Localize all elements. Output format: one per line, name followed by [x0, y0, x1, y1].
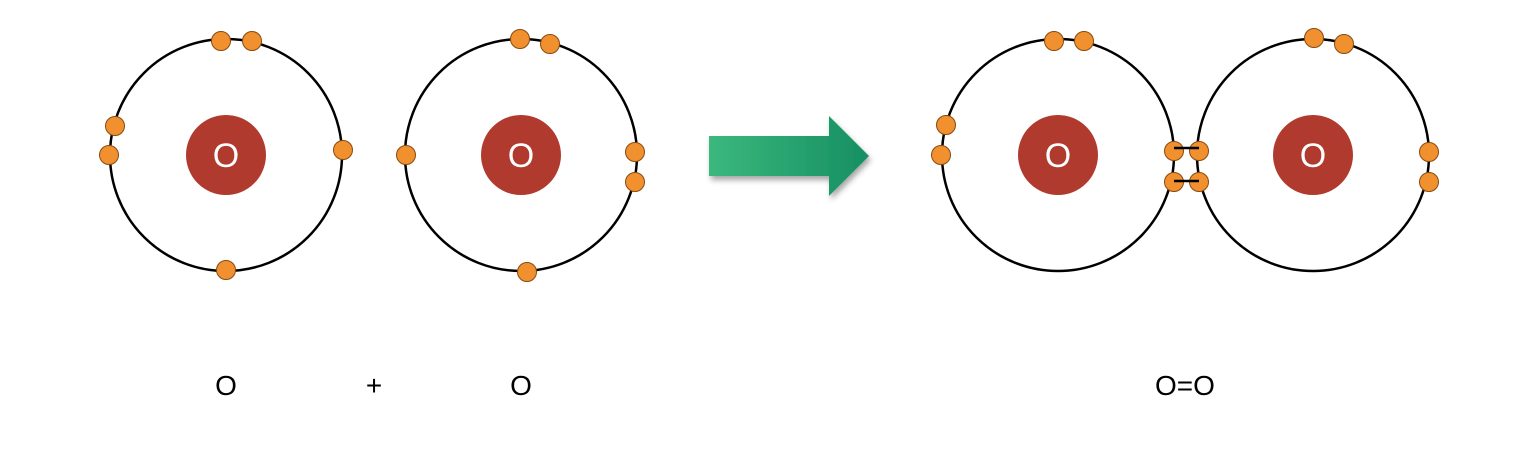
valence-electrons — [396, 29, 645, 282]
nucleus-label: O — [213, 137, 239, 175]
nucleus — [186, 115, 266, 195]
electron — [1419, 142, 1439, 162]
nucleus-label: O — [1045, 137, 1071, 175]
shared-electron — [1189, 141, 1209, 161]
product-label: O=O — [1155, 370, 1215, 401]
nucleus — [1273, 115, 1353, 195]
product-oxygen-atom-2: O — [1195, 28, 1439, 273]
electron — [1304, 28, 1324, 48]
electron — [510, 29, 530, 49]
electron — [396, 145, 416, 165]
reactant-oxygen-atom-2: O — [396, 29, 645, 282]
electron — [936, 115, 956, 135]
shared-electron-pairs — [1164, 141, 1209, 192]
product-oxygen-atom-1: O — [931, 31, 1176, 273]
nucleus — [481, 115, 561, 195]
electron — [1334, 34, 1354, 54]
shared-electron — [1164, 141, 1184, 161]
valence-electrons — [99, 31, 353, 280]
electron — [931, 145, 951, 165]
electron — [105, 116, 125, 136]
electron — [216, 260, 236, 280]
reactant-oxygen-atom-1: O — [99, 31, 353, 280]
electron — [625, 172, 645, 192]
nucleus — [1018, 115, 1098, 195]
electron — [1419, 172, 1439, 192]
electron — [242, 31, 262, 51]
electron — [517, 262, 537, 282]
product-o2-molecule: O O — [931, 28, 1439, 273]
plus-sign: + — [366, 370, 382, 401]
reactant-1-label: O — [215, 370, 237, 401]
nucleus-label: O — [1300, 137, 1326, 175]
electron — [333, 140, 353, 160]
lone-electrons — [1304, 28, 1439, 192]
electron — [99, 145, 119, 165]
electron — [540, 34, 560, 54]
reaction-arrow-icon — [709, 116, 869, 196]
electron — [211, 31, 231, 51]
lone-electrons — [931, 31, 1094, 165]
nucleus-label: O — [508, 137, 534, 175]
electron — [1044, 31, 1064, 51]
electron — [1074, 31, 1094, 51]
equation: O + O O=O — [215, 370, 1215, 401]
reactant-2-label: O — [510, 370, 532, 401]
electron — [625, 142, 645, 162]
